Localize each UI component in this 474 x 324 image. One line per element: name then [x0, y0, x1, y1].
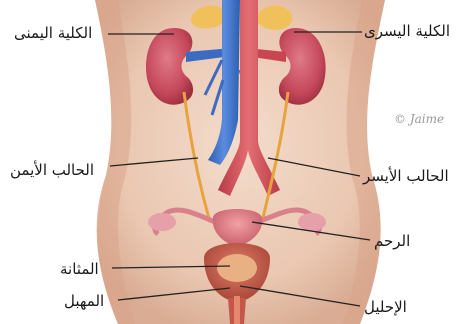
label-bladder: المثانة	[60, 260, 99, 278]
left-ovary	[298, 213, 326, 231]
label-right-kidney: الكلية اليمنى	[14, 24, 92, 42]
label-left-ureter: الحالب الأيسر	[363, 167, 449, 185]
right-ovary	[148, 213, 176, 231]
label-uterus: الرحم	[374, 232, 410, 250]
artist-signature: © Jaime	[394, 112, 444, 126]
bladder-lumen	[217, 254, 257, 282]
label-vagina: المهبل	[64, 292, 104, 310]
label-urethra: الإحليل	[364, 298, 407, 316]
label-left-kidney: الكلية اليسرى	[364, 22, 450, 40]
urethra-shape	[234, 296, 240, 324]
label-right-ureter: الحالب الأيمن	[10, 161, 94, 179]
